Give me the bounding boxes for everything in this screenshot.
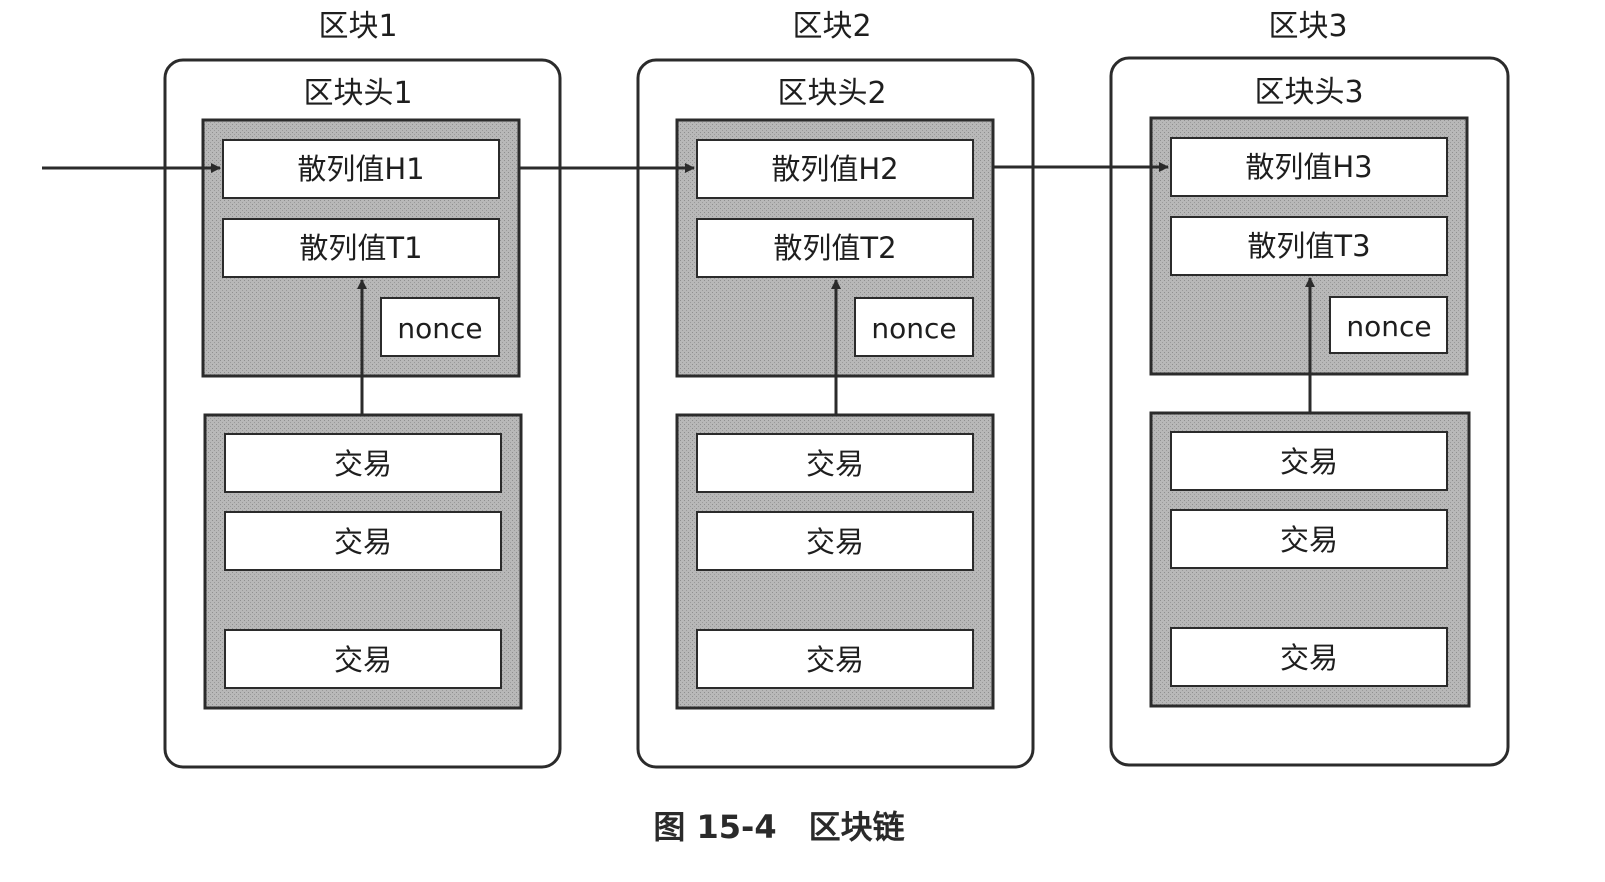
hash-h-field xyxy=(222,139,500,199)
hash-h-label: 散列值H2 xyxy=(771,152,898,186)
nonce-label: nonce xyxy=(1346,310,1431,343)
hash-t-label: 散列值T2 xyxy=(773,231,896,265)
transaction-label: 交易 xyxy=(334,525,392,559)
transaction-box xyxy=(224,629,502,689)
transaction-box xyxy=(1170,509,1448,569)
transaction-label: 交易 xyxy=(806,447,864,481)
nonce-field xyxy=(380,297,500,357)
block-2: 区块2 区块头2 散列值H2 散列值T2 nonce 交易 交易 交易 xyxy=(636,9,1035,769)
transaction-box xyxy=(696,433,974,493)
transaction-box xyxy=(696,629,974,689)
hash-t-field xyxy=(696,218,974,278)
hash-h-field xyxy=(696,139,974,199)
hash-t-field xyxy=(222,218,500,278)
hash-t-label: 散列值T1 xyxy=(299,231,422,265)
transaction-label: 交易 xyxy=(334,643,392,677)
transaction-box xyxy=(1170,431,1448,491)
transaction-label: 交易 xyxy=(806,643,864,677)
block-title: 区块2 xyxy=(792,9,871,44)
block-header-title: 区块头1 xyxy=(303,76,412,111)
transaction-box xyxy=(224,433,502,493)
figure-caption: 图 15-4 区块链 xyxy=(653,808,904,846)
transaction-label: 交易 xyxy=(806,525,864,559)
hash-h-field xyxy=(1170,137,1448,197)
nonce-label: nonce xyxy=(871,312,956,345)
hash-h-label: 散列值H1 xyxy=(297,152,424,186)
block-3: 区块3 区块头3 散列值H3 散列值T3 nonce 交易 交易 交易 xyxy=(1109,9,1510,767)
nonce-label: nonce xyxy=(397,312,482,345)
hash-t-field xyxy=(1170,216,1448,276)
hash-t-label: 散列值T3 xyxy=(1247,229,1370,263)
block-header-title: 区块头2 xyxy=(777,76,886,111)
transaction-label: 交易 xyxy=(334,447,392,481)
transaction-box xyxy=(1170,627,1448,687)
block-title: 区块3 xyxy=(1268,9,1347,44)
hash-h-label: 散列值H3 xyxy=(1245,150,1372,184)
block-header-title: 区块头3 xyxy=(1254,75,1363,110)
transaction-label: 交易 xyxy=(1280,641,1338,675)
transaction-label: 交易 xyxy=(1280,523,1338,557)
block-title: 区块1 xyxy=(318,9,397,44)
transaction-box xyxy=(696,511,974,571)
nonce-field xyxy=(854,297,974,357)
block-1: 区块1 区块头1 散列值H1 散列值T1 nonce 交易 交易 交易 xyxy=(163,9,562,769)
transaction-label: 交易 xyxy=(1280,445,1338,479)
nonce-field xyxy=(1329,296,1448,354)
transaction-box xyxy=(224,511,502,571)
